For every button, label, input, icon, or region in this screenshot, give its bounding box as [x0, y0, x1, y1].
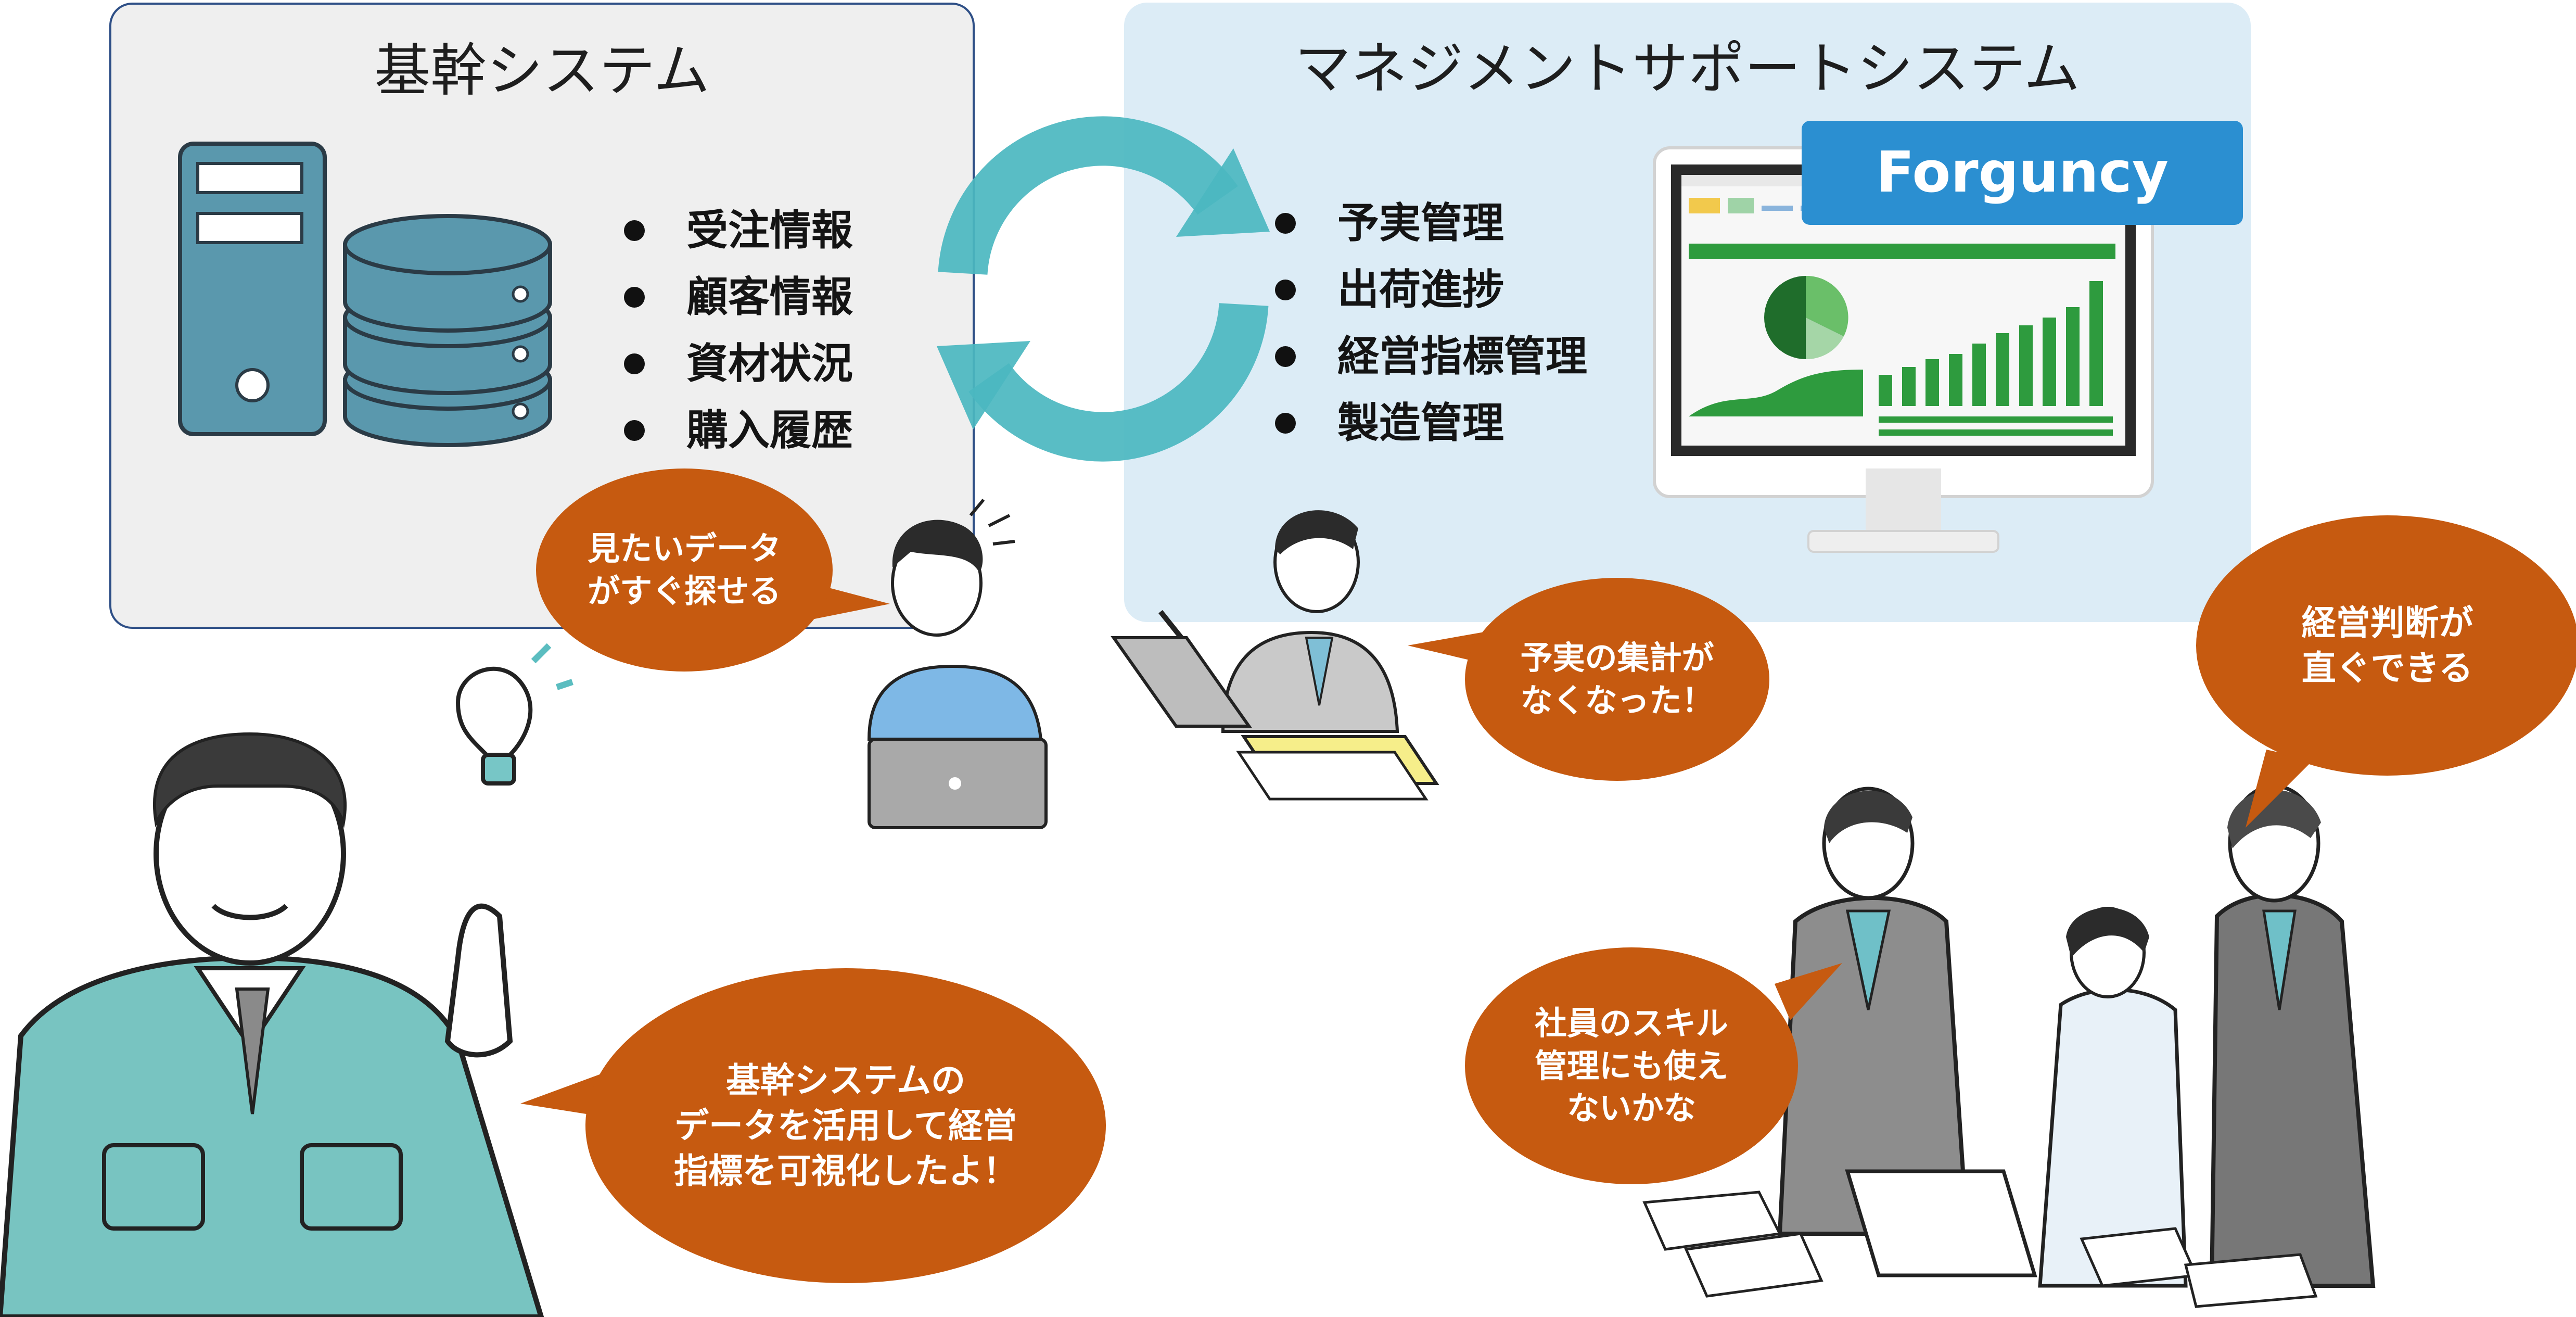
- server-icon: [178, 142, 327, 436]
- management-system-list: 予実管理 出荷進捗 経営指標管理 製造管理: [1275, 190, 1587, 457]
- thinking-man-illustration: [867, 499, 1048, 829]
- bubble-text: 経営判断が 直ぐできる: [2301, 602, 2473, 688]
- bubble-text: 予実の集計が なくなった！: [1520, 639, 1714, 719]
- list-item: 顧客情報: [624, 264, 853, 331]
- bubble-tail: [1775, 963, 1842, 1020]
- forguncy-badge: Forguncy: [1802, 121, 2243, 225]
- bubble-text: 見たいデータ がすぐ探せる: [587, 529, 781, 610]
- database-icon: [343, 214, 552, 447]
- bubble-text: 基幹システムの データを活用して経営 指標を可視化したよ！: [674, 1060, 1017, 1192]
- speech-bubble-visualize: 基幹システムの データを活用して経営 指標を可視化したよ！: [585, 968, 1106, 1283]
- speech-bubble-skills: 社員のスキル 管理にも使え ないかな: [1465, 947, 1798, 1184]
- list-item: 製造管理: [1275, 390, 1587, 457]
- management-system-title: マネジメントサポートシステム: [1295, 36, 2080, 102]
- sync-arrows-icon: [937, 116, 1270, 462]
- bubble-text: 社員のスキル 管理にも使え ないかな: [1534, 1004, 1728, 1128]
- list-item: 出荷進捗: [1275, 257, 1587, 323]
- idea-man-illustration: [0, 643, 573, 1317]
- bubble-tail: [2246, 750, 2313, 828]
- list-item: 受注情報: [624, 197, 853, 264]
- monitor-icon: [1653, 146, 2154, 553]
- list-item: 資材状況: [624, 331, 853, 397]
- speech-bubble-decision: 経営判断が 直ぐできる: [2196, 515, 2576, 776]
- team-meeting-illustration: [1642, 784, 2376, 1308]
- core-system-list: 受注情報 顧客情報 資材状況 購入履歴: [624, 197, 853, 464]
- list-item: 経営指標管理: [1275, 323, 1587, 390]
- speech-bubble-search: 見たいデータ がすぐ探せる: [536, 468, 833, 672]
- list-item: 購入履歴: [624, 397, 853, 464]
- presenter-man-illustration: [1111, 510, 1439, 801]
- speech-bubble-budget: 予実の集計が なくなった！: [1465, 578, 1769, 781]
- core-system-title: 基幹システム: [374, 39, 710, 104]
- list-item: 予実管理: [1275, 190, 1587, 257]
- lightbulb-icon: [455, 643, 573, 786]
